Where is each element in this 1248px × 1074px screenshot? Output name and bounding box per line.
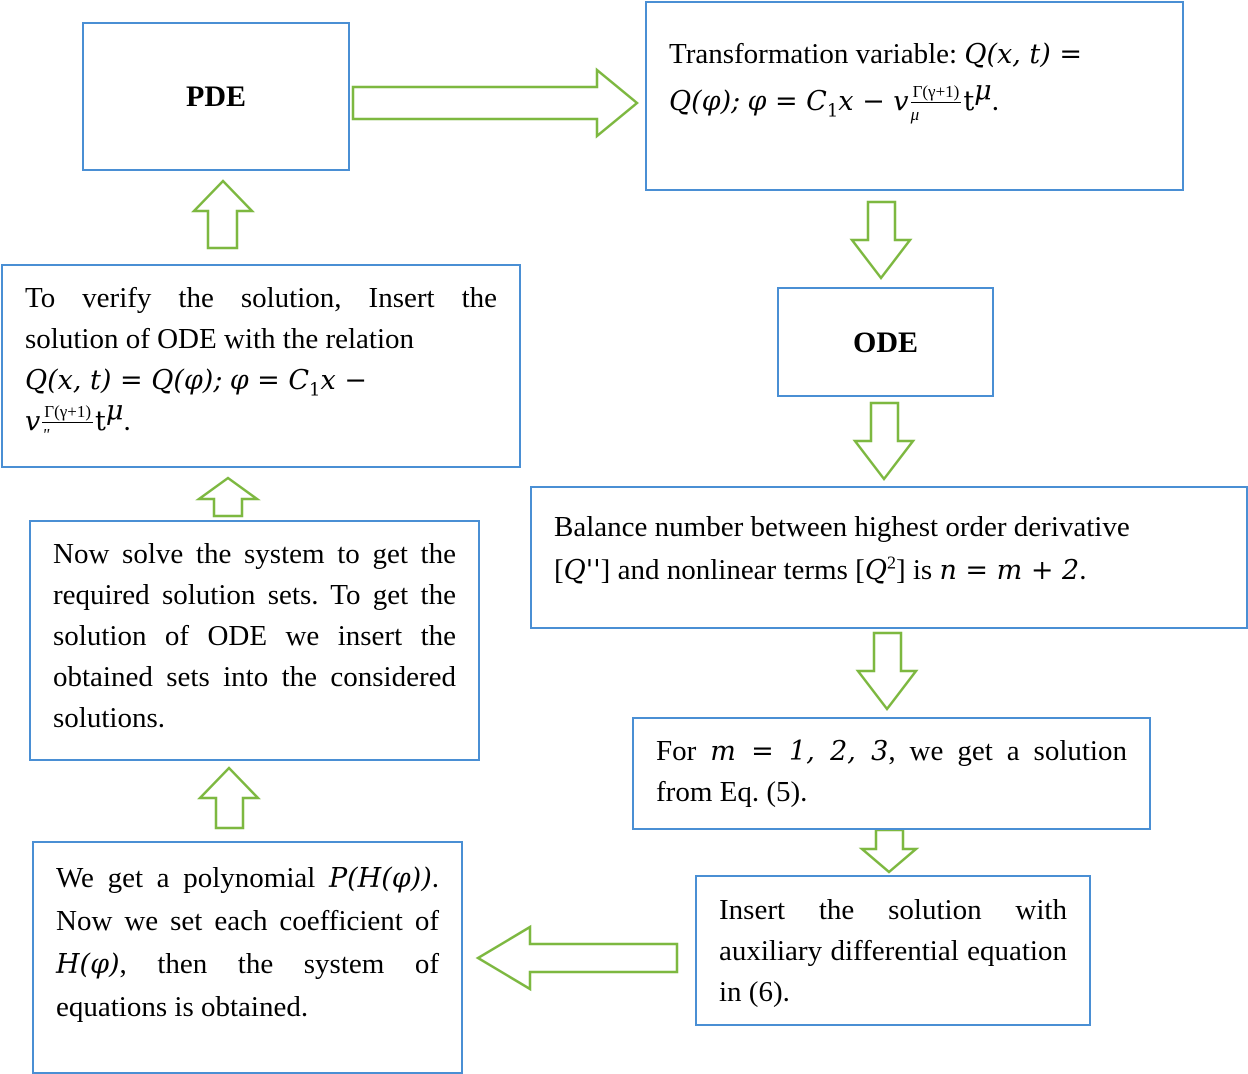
- transformation-eq-t: t: [963, 86, 975, 117]
- for-m-math: m = 1, 2, 3: [710, 736, 889, 767]
- arrow-ode-to-balance: [852, 401, 916, 482]
- transformation-eq-q-phi: Q(φ);: [669, 86, 741, 117]
- verify-eq-v: v: [25, 406, 41, 437]
- polynomial-m1: P(H(φ)): [328, 863, 432, 894]
- arrow-balance-to-for-m: [855, 631, 919, 712]
- polynomial-t3: , then the system of equations is obtain…: [56, 948, 439, 1023]
- verify-eq-end: .: [123, 405, 131, 437]
- arrow-verify-to-pde: [191, 179, 255, 250]
- balance-box: Balance number between highest order der…: [530, 486, 1248, 629]
- transformation-eq-lhs: Q(x, t) =: [964, 39, 1082, 70]
- pde-box: PDE: [82, 22, 350, 171]
- transformation-eq-phi: φ = C1x − v: [747, 86, 909, 122]
- balance-line1: Balance number between highest order der…: [554, 511, 1130, 543]
- insert-box: Insert the solution with auxiliary diffe…: [695, 875, 1091, 1026]
- ode-box: ODE: [777, 287, 994, 397]
- verify-box: To verify the solution, Insert the solut…: [1, 264, 521, 468]
- polynomial-t2: . Now we set each coefficient of: [56, 862, 439, 937]
- insert-text: Insert the solution with auxiliary diffe…: [719, 894, 1067, 1008]
- for-m-rest: , we get a solution from Eq. (5).: [656, 735, 1127, 808]
- balance-mid: and nonlinear terms [: [610, 554, 865, 586]
- for-m-box: For m = 1, 2, 3, we get a solution from …: [632, 717, 1151, 830]
- verify-eq-phi: φ = C1x −: [229, 365, 367, 401]
- arrow-insert-to-polynomial: [475, 924, 679, 992]
- solve-text: Now solve the system to get the required…: [53, 538, 456, 734]
- arrow-pde-to-transformation: [351, 67, 639, 139]
- polynomial-t1: We get a polynomial: [56, 862, 329, 894]
- verify-eq-exp: μ: [105, 395, 124, 427]
- arrow-for-m-to-insert: [858, 828, 920, 874]
- ode-label: ODE: [852, 325, 918, 359]
- verify-text: To verify the solution, Insert the solut…: [25, 282, 497, 355]
- arrow-solve-to-verify: [195, 476, 261, 518]
- arrow-polynomial-to-solve: [197, 766, 261, 830]
- verify-eq-lhs: Q(x, t) = Q(φ);: [25, 365, 223, 396]
- transformation-eq-exp: μ: [974, 75, 992, 107]
- balance-term2: Q: [864, 555, 887, 586]
- verify-eq-t: t: [95, 406, 106, 437]
- polynomial-m2: H(φ): [56, 949, 120, 980]
- balance-relation: n = m + 2: [939, 555, 1080, 586]
- for-m-prefix: For: [656, 735, 711, 767]
- pde-label: PDE: [186, 80, 246, 113]
- balance-term1: Q'': [563, 555, 601, 586]
- arrow-transformation-to-ode: [849, 200, 913, 281]
- solve-box: Now solve the system to get the required…: [29, 520, 480, 761]
- transformation-fraction: Γ(γ+1)μ: [910, 82, 962, 125]
- transformation-box: Transformation variable: Q(x, t) = Q(φ);…: [645, 1, 1184, 191]
- transformation-eq-end: .: [991, 85, 999, 117]
- verify-fraction: Γ(γ+1)": [42, 402, 94, 445]
- polynomial-box: We get a polynomial P(H(φ)). Now we set …: [32, 841, 463, 1074]
- transformation-label: Transformation variable:: [669, 38, 958, 70]
